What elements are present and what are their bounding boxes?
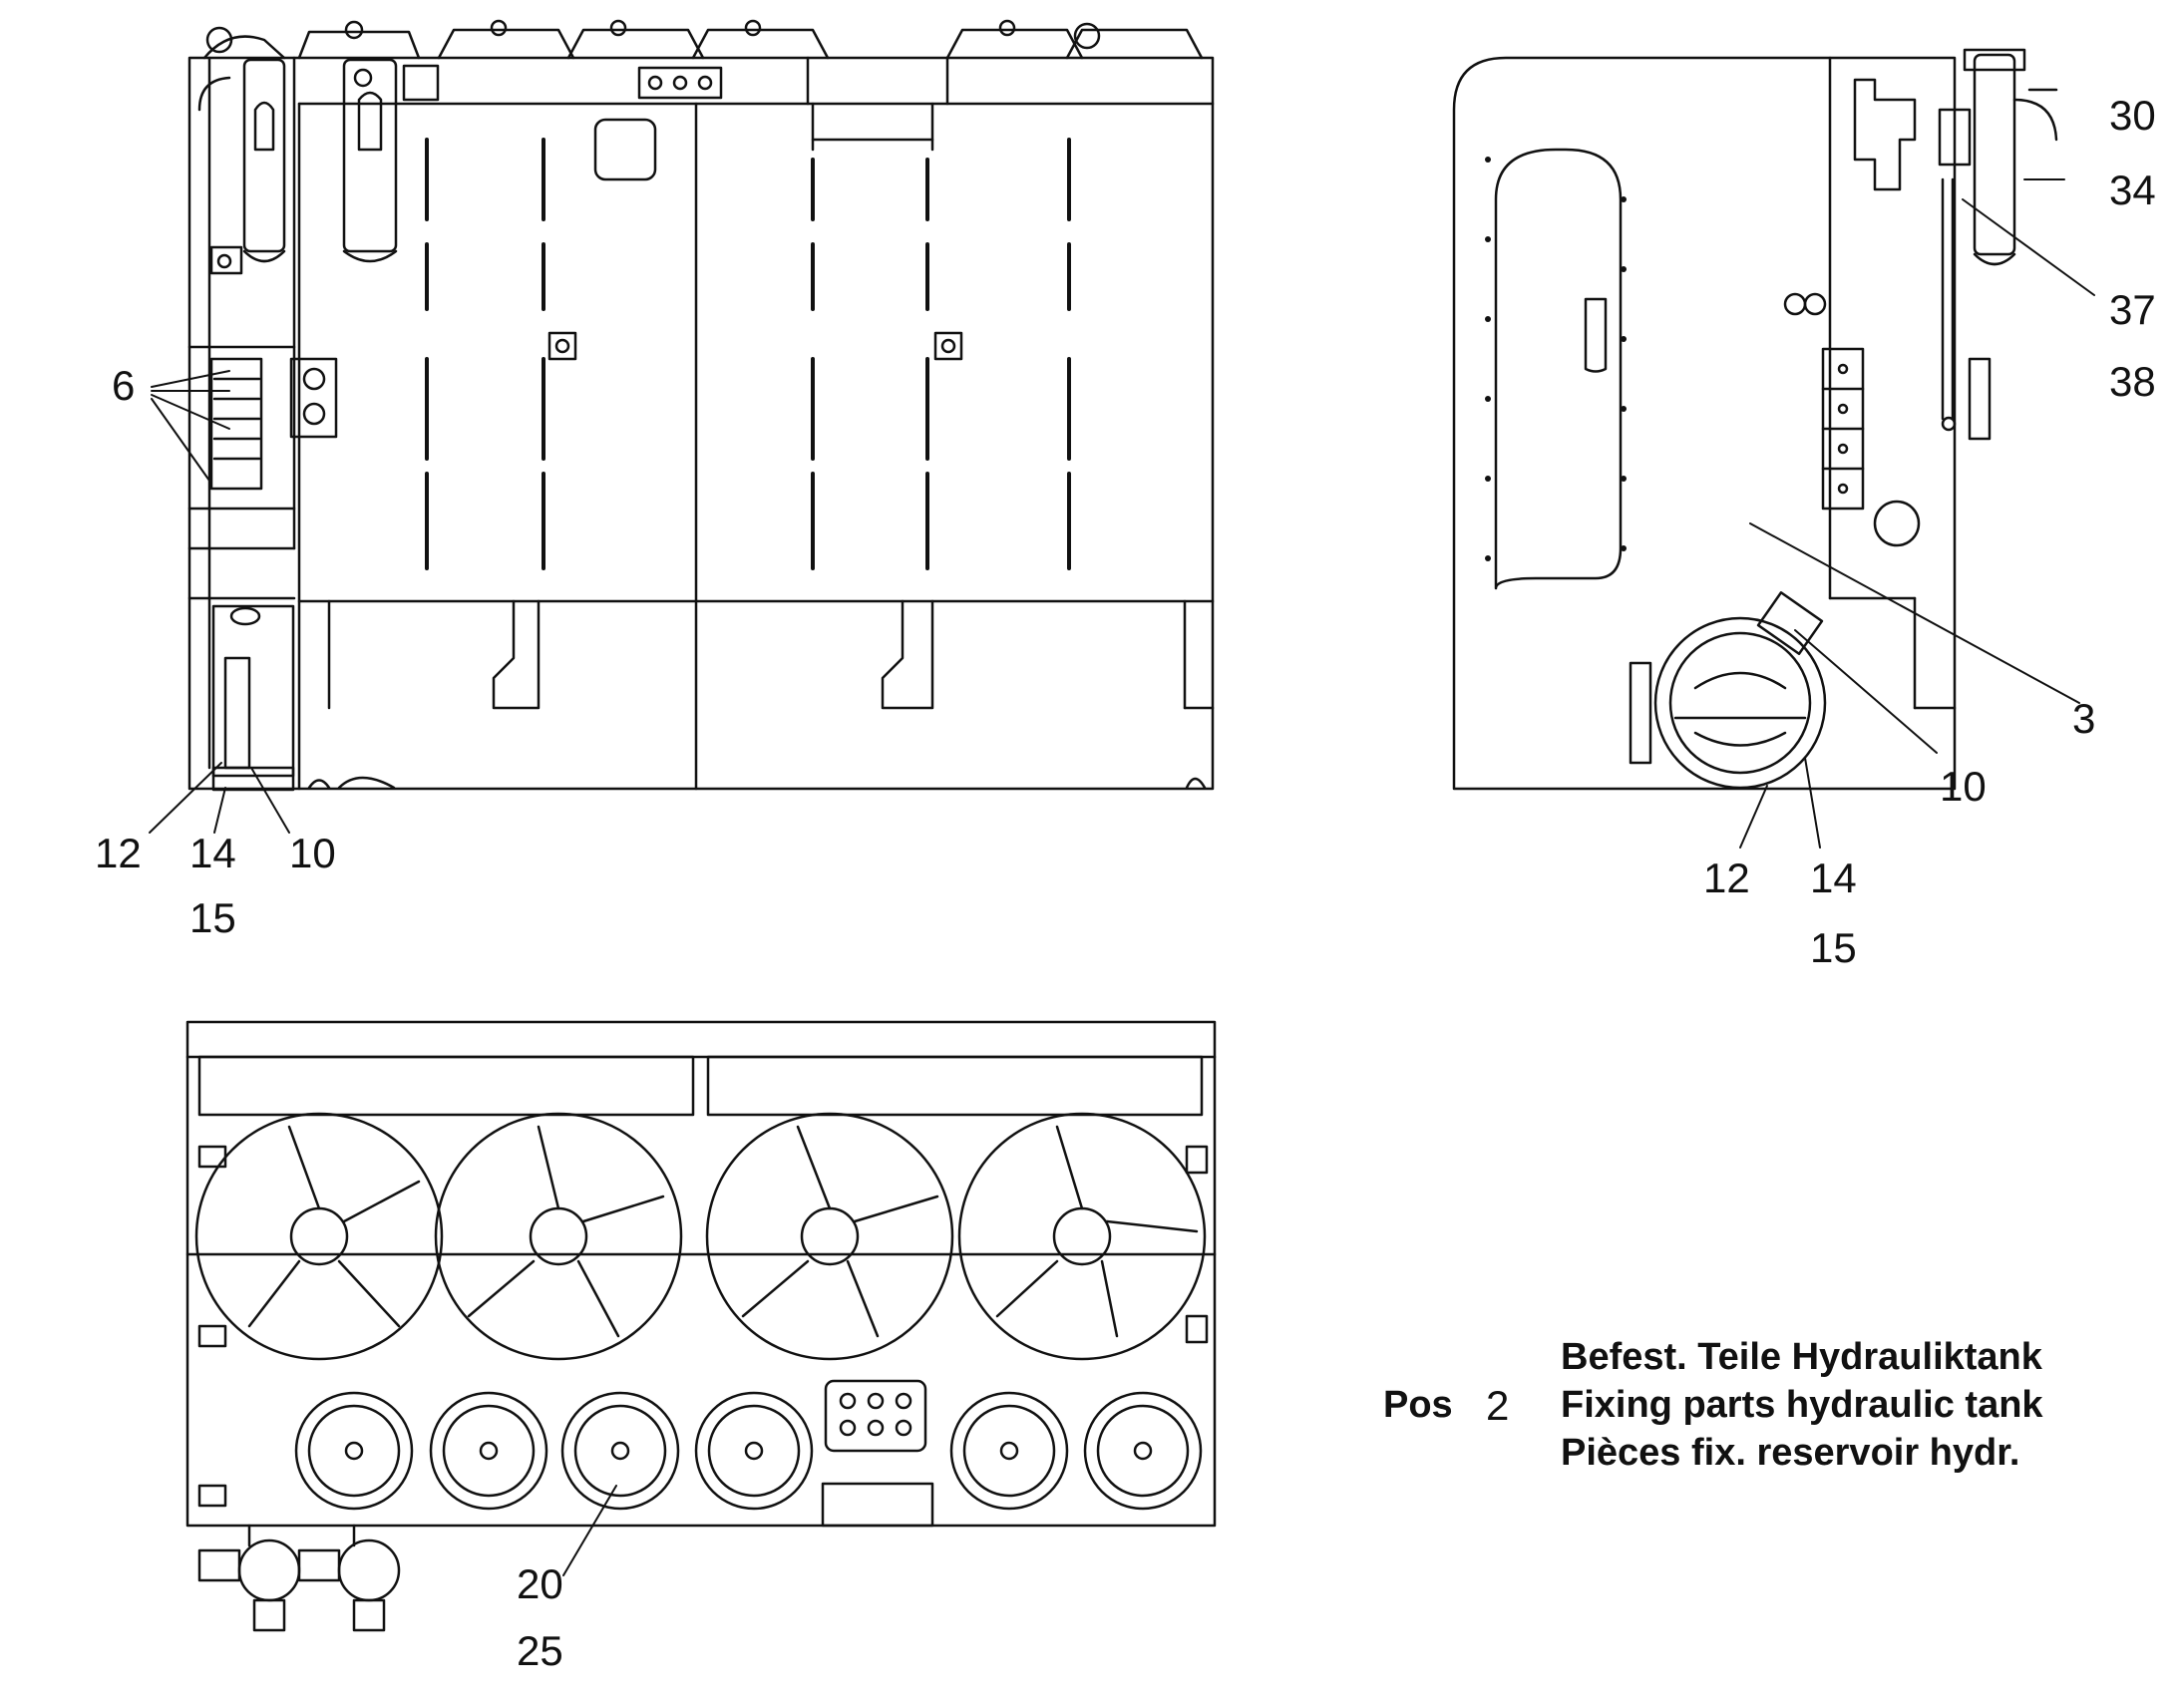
callout-10-front: 10 [289, 830, 336, 876]
title-german: Befest. Teile Hydrauliktank [1561, 1336, 2042, 1378]
callout-14-front: 14 [189, 830, 236, 876]
front-filters [197, 58, 398, 263]
front-slots [425, 138, 1071, 570]
callout-34: 34 [2109, 167, 2156, 213]
front-leaders [149, 370, 290, 834]
callout-15-side: 15 [1810, 924, 1857, 971]
callout-14-side: 14 [1810, 854, 1857, 901]
callout-6: 6 [112, 362, 136, 409]
callout-38: 38 [2109, 358, 2156, 405]
pos-number: 2 [1486, 1382, 1510, 1429]
side-view [1452, 48, 2095, 849]
title-french: Pièces fix. reservoir hydr. [1561, 1432, 2020, 1474]
bottom-large-hatches [185, 1112, 1217, 1361]
front-top-caps [202, 19, 1204, 60]
bottom-leader-20 [562, 1485, 617, 1576]
callout-12-front: 12 [95, 830, 142, 876]
bottom-small-covers [294, 1391, 1203, 1511]
callout-25: 25 [517, 1627, 563, 1674]
callout-20: 20 [517, 1560, 563, 1607]
callout-15-front: 15 [189, 894, 236, 941]
pos-label: Pos [1383, 1384, 1453, 1426]
title-english: Fixing parts hydraulic tank [1561, 1384, 2043, 1426]
callout-37: 37 [2109, 286, 2156, 333]
side-leaders [1739, 178, 2095, 849]
callout-30: 30 [2109, 92, 2156, 139]
callout-12-side: 12 [1703, 854, 1750, 901]
side-bolts [1485, 157, 1627, 561]
callout-3: 3 [2072, 695, 2096, 742]
bottom-pipes [197, 1524, 401, 1632]
bottom-view [185, 1020, 1217, 1632]
side-round-hatch [1629, 591, 1827, 790]
front-view [149, 19, 1215, 834]
callout-10-side: 10 [1940, 763, 1987, 810]
